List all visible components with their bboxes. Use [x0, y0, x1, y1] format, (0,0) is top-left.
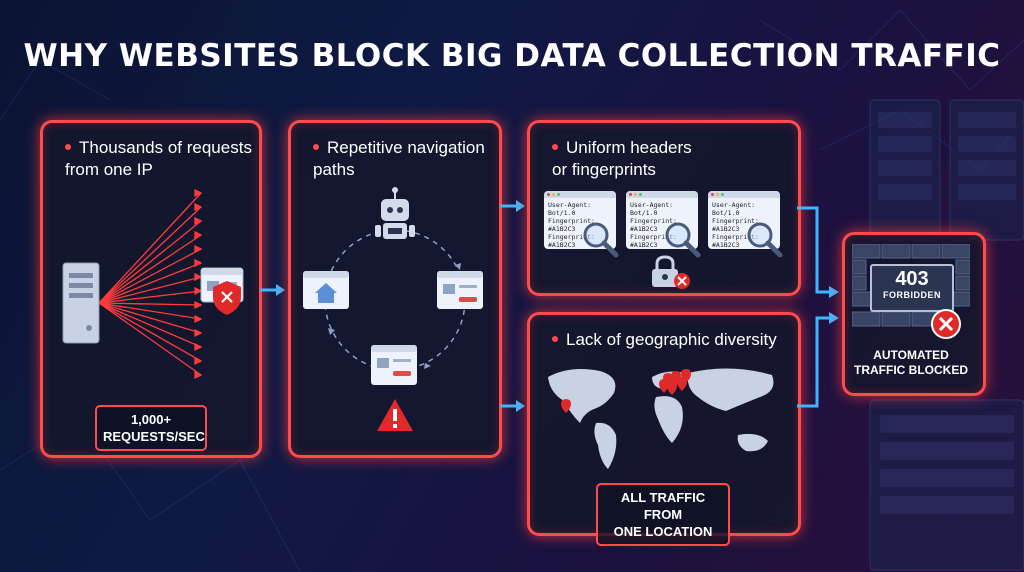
- request-ray: [98, 234, 202, 304]
- connector-arrow: [797, 206, 839, 408]
- robot-icon: [375, 187, 415, 239]
- request-ray-head: [194, 188, 203, 198]
- requests-rate-badge: 1,000+ REQUESTS/SEC: [95, 405, 207, 451]
- browser-window-icon: [371, 345, 417, 385]
- request-ray: [98, 248, 202, 304]
- home-page-icon: [303, 271, 349, 309]
- blocked-label: AUTOMATED TRAFFIC BLOCKED: [854, 348, 968, 377]
- server-rack-decoration: [869, 99, 1024, 571]
- request-ray: [98, 290, 202, 304]
- request-ray: [98, 302, 202, 376]
- navigation-cycle-graphic: [303, 187, 483, 431]
- warning-icon: [377, 399, 413, 431]
- request-ray-head: [194, 244, 203, 254]
- request-ray: [98, 302, 202, 348]
- request-ray-head: [194, 272, 203, 282]
- request-ray-head: [194, 216, 203, 226]
- requests-panel-title: Thousands of requests from one IP: [65, 138, 252, 179]
- request-ray-head: [194, 202, 203, 212]
- request-ray-head: [194, 342, 203, 352]
- magnifier-icon: [583, 222, 619, 258]
- geo-panel-title: Lack of geographic diversity: [552, 329, 777, 351]
- request-ray-head: [194, 258, 203, 268]
- status-message: FORBIDDEN: [883, 290, 941, 300]
- requests-panel: Thousands of requests from one IP 1,000+…: [40, 120, 262, 458]
- x-circle-icon: [931, 309, 961, 339]
- world-map-icon: [548, 368, 774, 469]
- request-ray-head: [194, 300, 203, 310]
- request-ray: [98, 206, 202, 304]
- request-ray-head: [194, 314, 203, 324]
- navigation-panel: Repetitive navigation paths: [288, 120, 502, 458]
- headers-panel: Uniform headers or fingerprints User-Age…: [527, 120, 801, 296]
- request-ray: [98, 192, 202, 304]
- request-ray: [98, 302, 202, 320]
- arrow-icon: [500, 200, 525, 212]
- request-ray-head: [194, 230, 203, 240]
- arrow-icon: [500, 400, 525, 412]
- request-ray: [98, 302, 202, 334]
- shield-x-icon: [213, 281, 241, 315]
- server-icon: [62, 262, 100, 344]
- geo-panel: Lack of geographic diversity ALL TRAFFIC…: [527, 312, 801, 546]
- http-403-sign: 403 FORBIDDEN: [870, 264, 954, 312]
- magnifier-icon: [747, 222, 783, 258]
- request-ray: [98, 302, 202, 306]
- request-ray-head: [194, 328, 203, 338]
- location-pin-icon: [561, 369, 691, 413]
- padlock-icon: [652, 255, 690, 289]
- request-ray: [98, 262, 202, 304]
- magnifier-icon: [665, 222, 701, 258]
- headers-panel-title: Uniform headers or fingerprints: [552, 138, 692, 179]
- request-ray: [98, 302, 202, 362]
- request-ray-head: [194, 286, 203, 296]
- browser-window-icon: [437, 271, 483, 309]
- page-title: WHY WEBSITES BLOCK BIG DATA COLLECTION T…: [23, 38, 1001, 74]
- request-flood-graphic: [62, 188, 244, 380]
- navigation-panel-title: Repetitive navigation paths: [313, 138, 485, 179]
- arrow-icon: [260, 284, 285, 296]
- single-location-badge: ALL TRAFFIC FROM ONE LOCATION: [596, 483, 730, 546]
- request-ray-head: [194, 370, 203, 380]
- request-ray: [98, 276, 202, 304]
- request-ray-head: [194, 356, 203, 366]
- fingerprint-card: User-Agent: Bot/1.0 Fingerprint: #A1B2C3…: [708, 191, 780, 249]
- status-code: 403: [895, 268, 929, 290]
- request-ray: [98, 220, 202, 304]
